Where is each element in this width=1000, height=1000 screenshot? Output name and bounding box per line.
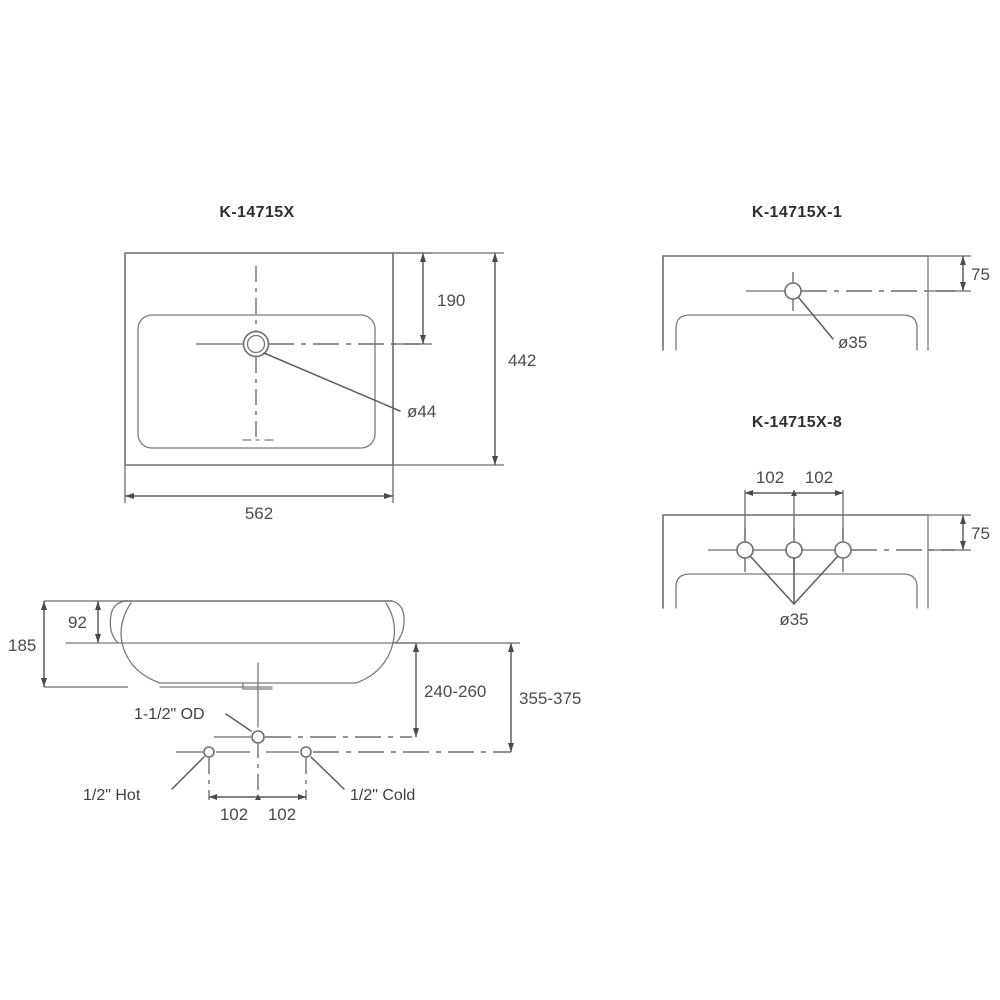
- faucet-hole-center: [785, 541, 803, 559]
- single-hole-view-group: K-14715X-1 ø35 75: [662, 204, 990, 352]
- faucet-hole-right: [834, 541, 852, 559]
- section-bowl-underside-right: [289, 642, 394, 684]
- single-hole-diameter-leader: [798, 297, 834, 340]
- drain-outlet-leader: [225, 713, 252, 732]
- section-right-rim-edge: [391, 600, 405, 644]
- dim-arrow-92-bottom: [95, 634, 101, 643]
- faucet-hole-left: [736, 541, 754, 559]
- dim-arrow-102b-right: [298, 794, 306, 800]
- overall-depth-label: 442: [508, 351, 536, 370]
- faucet-hole-single: [784, 282, 802, 300]
- supply-spacing-left-label: 102: [220, 805, 248, 824]
- dim-arrow-102a-left: [745, 490, 753, 496]
- section-view-group: 185 92 1-1/2" OD 1/2" Hot 1/2" Cold 10: [8, 600, 581, 824]
- depth-to-drain-label: 190: [437, 291, 465, 310]
- dim-arrow-240-260-bottom: [413, 728, 419, 737]
- section-right-inner-wall: [385, 602, 396, 644]
- drain-outlet-callout-label: 1-1/2" OD: [134, 706, 205, 723]
- cold-supply-leader: [310, 756, 345, 790]
- bowl-depth-label: 92: [68, 613, 87, 632]
- overall-height-label: 185: [8, 636, 36, 655]
- section-bowl-underside-left: [121, 642, 291, 684]
- drain-to-floor-label: 240-260: [424, 682, 486, 701]
- drain-inner-circle: [246, 334, 266, 354]
- dim-arrow-355-375-bottom: [508, 743, 514, 752]
- dim-arrow-75b-bottom: [960, 541, 966, 550]
- cold-supply-symbol: [300, 746, 312, 758]
- plan-view-title: K-14715X: [219, 204, 294, 221]
- drain-outlet-symbol: [251, 730, 265, 744]
- dim-arrow-562-right: [384, 493, 393, 499]
- plan-view-group: K-14715X ø44 190 442: [124, 204, 536, 523]
- single-hole-counter-outline: [662, 255, 929, 351]
- hot-supply-label: 1/2" Hot: [83, 787, 141, 804]
- dim-arrow-562-left: [125, 493, 134, 499]
- dim-arrow-75b-top: [960, 515, 966, 524]
- hot-supply-leader: [171, 756, 205, 790]
- dim-arrow-442-top: [492, 253, 498, 262]
- supply-spacing-right-label: 102: [268, 805, 296, 824]
- three-hole-view-title: K-14715X-8: [752, 414, 842, 431]
- single-hole-diameter-label: ø35: [838, 333, 867, 352]
- dim-arrow-190-top: [420, 253, 426, 262]
- hot-supply-symbol: [203, 746, 215, 758]
- three-hole-diameter-label: ø35: [779, 610, 808, 629]
- dim-arrow-102a-mid: [791, 490, 797, 496]
- counter-outline: [124, 252, 394, 466]
- section-left-rim-edge: [109, 600, 126, 644]
- section-left-inner-wall: [120, 602, 132, 644]
- overall-width-label: 562: [245, 504, 273, 523]
- cold-supply-label: 1/2" Cold: [350, 787, 415, 804]
- section-drain-boss: [242, 682, 273, 690]
- three-hole-counter-outline: [662, 514, 929, 609]
- dim-arrow-92-top: [95, 601, 101, 610]
- single-hole-view-title: K-14715X-1: [752, 204, 842, 221]
- three-hole-leader-left: [750, 556, 795, 605]
- three-hole-spacing-right-label: 102: [805, 468, 833, 487]
- dim-arrow-442-bottom: [492, 456, 498, 465]
- single-hole-basin-outline: [675, 314, 918, 351]
- three-hole-view-group: K-14715X-8 102 102 ø35: [662, 414, 990, 629]
- dim-arrow-190-bottom: [420, 335, 426, 344]
- dim-arrow-185-bottom: [41, 678, 47, 687]
- drain-diameter-label: ø44: [407, 402, 436, 421]
- rim-to-floor-label: 355-375: [519, 689, 581, 708]
- drain-diameter-leader: [263, 352, 401, 412]
- dim-arrow-75a-top: [960, 256, 966, 265]
- dim-arrow-75a-bottom: [960, 282, 966, 291]
- three-hole-basin-outline: [675, 573, 918, 609]
- three-hole-spacing-left-label: 102: [756, 468, 784, 487]
- three-hole-leader-right: [793, 556, 838, 605]
- dim-arrow-102a-right: [835, 490, 843, 496]
- dim-arrow-355-375-top: [508, 643, 514, 652]
- dim-arrow-102b-left: [209, 794, 217, 800]
- single-hole-setback-label: 75: [971, 265, 990, 284]
- three-hole-setback-label: 75: [971, 524, 990, 543]
- dim-arrow-185-top: [41, 601, 47, 610]
- dim-arrow-240-260-top: [413, 643, 419, 652]
- basin-outline: [137, 314, 376, 449]
- dim-arrow-102b-mid: [255, 794, 261, 800]
